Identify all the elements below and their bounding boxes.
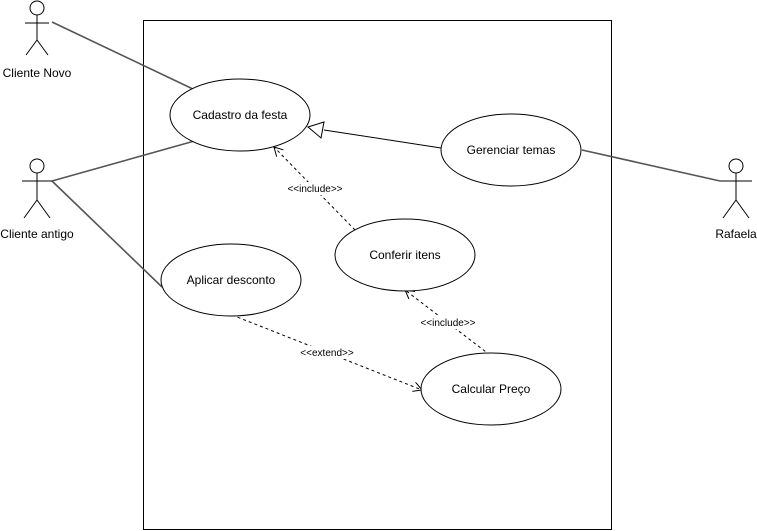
actor-rafaela-label: Rafaela <box>715 227 757 241</box>
association-cliente-novo-cadastro <box>51 21 196 91</box>
include-label-2: <<include>> <box>420 318 475 329</box>
use-case-aplicar-desconto[interactable]: Aplicar desconto <box>160 243 302 317</box>
actor-cliente-novo-label: Cliente Novo <box>3 66 72 80</box>
association-cliente-antigo-aplicar <box>51 180 163 288</box>
use-case-gerenciar-label: Gerenciar temas <box>467 143 556 157</box>
include-label-2-bg <box>416 316 480 329</box>
use-case-gerenciar-temas[interactable]: Gerenciar temas <box>440 113 582 187</box>
use-case-cadastro-label: Cadastro da festa <box>193 108 288 122</box>
association-rafaela-gerenciar <box>581 149 721 182</box>
stick-figure-icon <box>22 158 52 219</box>
stick-figure-icon <box>25 0 49 56</box>
include-conferir-cadastro <box>274 147 356 231</box>
stick-figure-icon <box>720 158 752 219</box>
generalization-line <box>323 129 442 149</box>
actor-cliente-antigo[interactable]: Cliente antigo <box>0 158 74 241</box>
use-case-cadastro-da-festa[interactable]: Cadastro da festa <box>169 78 311 152</box>
include-label-1-bg <box>283 182 347 195</box>
actor-rafaela[interactable]: Rafaela <box>715 158 757 241</box>
include-label-1: <<include>> <box>287 184 342 195</box>
use-case-conferir-itens[interactable]: Conferir itens <box>334 218 476 292</box>
actor-cliente-antigo-label: Cliente antigo <box>0 227 74 241</box>
generalization-arrowhead <box>306 121 325 139</box>
association-cliente-antigo-cadastro <box>51 139 199 182</box>
use-case-calcular-label: Calcular Preço <box>452 382 531 396</box>
actor-cliente-novo[interactable]: Cliente Novo <box>3 0 72 80</box>
extend-label-bg <box>296 346 358 359</box>
use-case-calcular-preco[interactable]: Calcular Preço <box>420 352 562 426</box>
extend-label: <<extend>> <box>300 348 354 359</box>
use-case-aplicar-label: Aplicar desconto <box>187 273 276 287</box>
use-case-conferir-label: Conferir itens <box>369 248 440 262</box>
